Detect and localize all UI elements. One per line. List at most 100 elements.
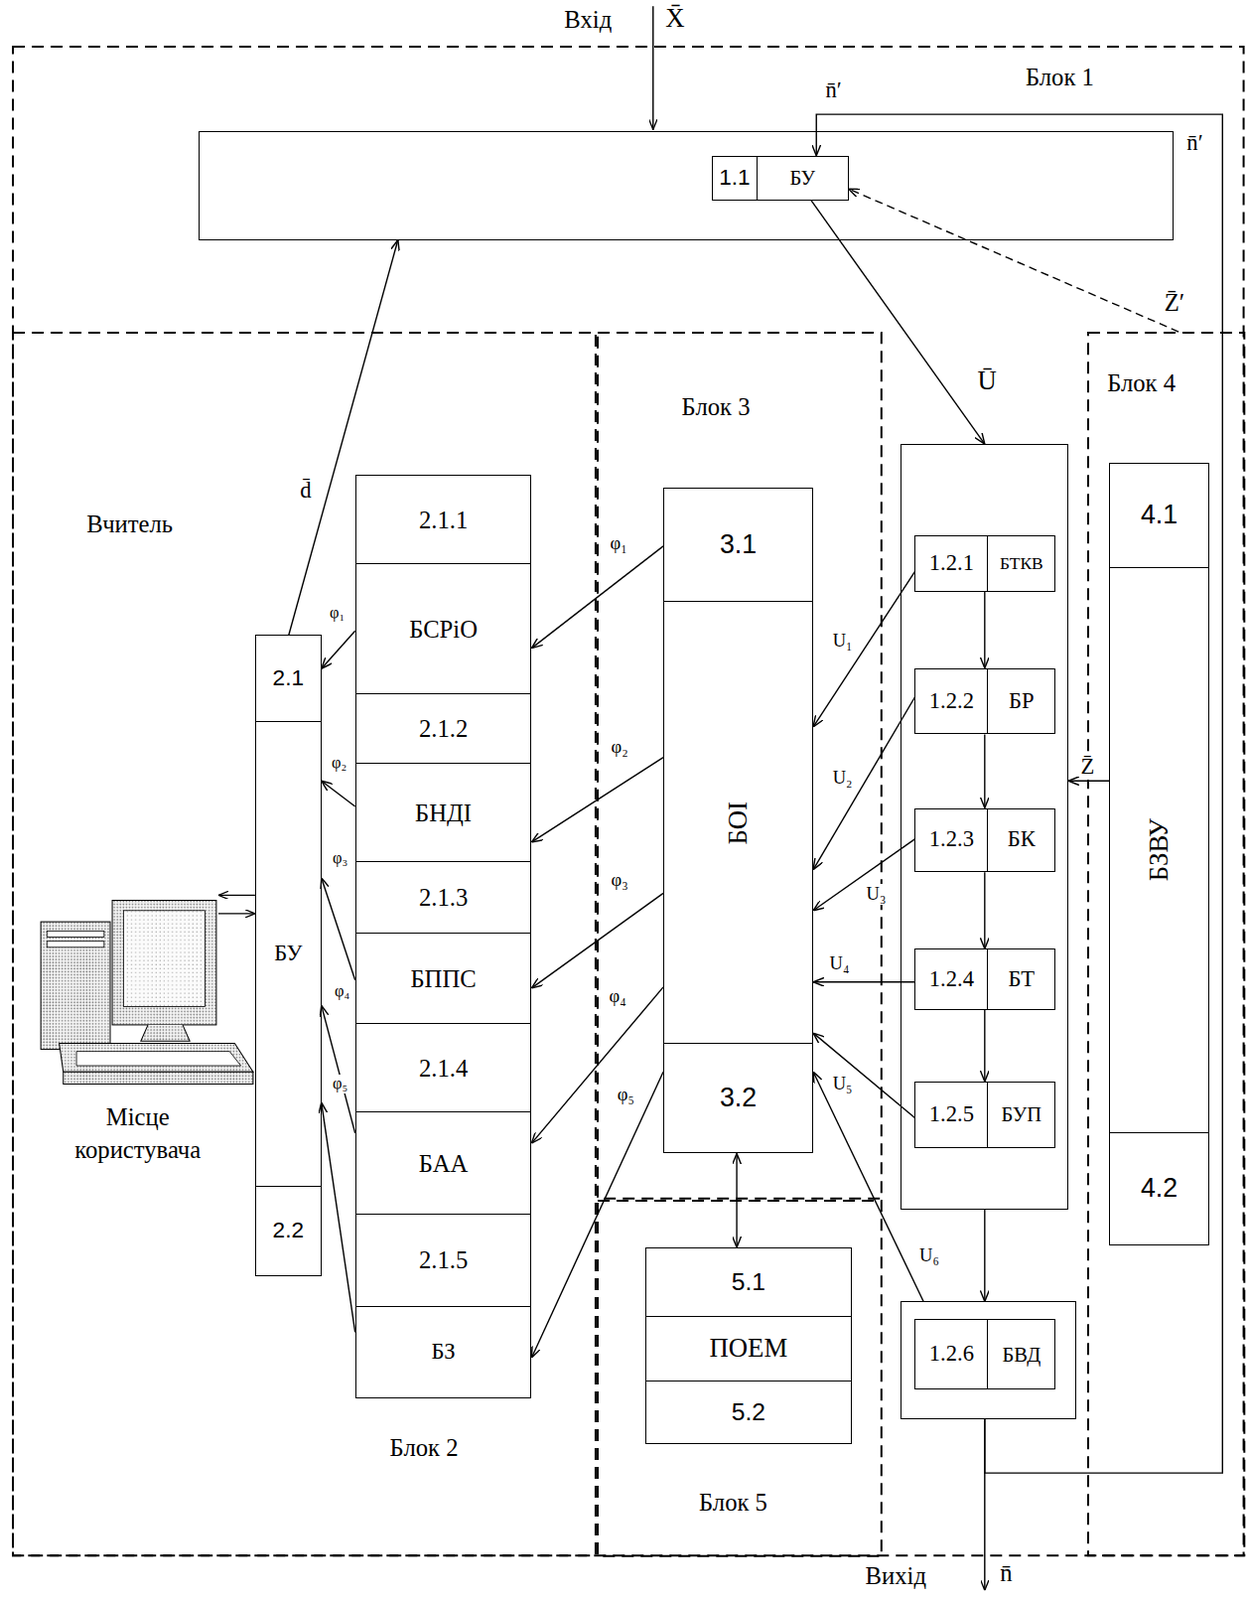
unit-cell: 5.1 (645, 1247, 853, 1317)
block-outline-rect (12, 332, 596, 1555)
node-label: БОІ (723, 801, 753, 844)
signal-label: φ₃ (610, 869, 630, 891)
node-label: БППС (410, 965, 476, 992)
signal-label: U₄ (829, 953, 851, 974)
signal-label: φ₂ (610, 736, 630, 758)
block-title: Блок 4 (1107, 369, 1176, 397)
node-label: 4.1 (1140, 500, 1178, 530)
keyboard-front (63, 1071, 254, 1084)
node-label: 5.2 (731, 1397, 766, 1425)
signal-label: φ₂ (330, 753, 348, 773)
process-box: 1.2.1БТКВ (914, 535, 1056, 592)
unit-cell: 2.1.1 (355, 474, 533, 564)
signal-label: Z̄ (1079, 753, 1096, 780)
process-box: БЗ (355, 1306, 533, 1399)
process-box: ПОЕМ (645, 1316, 853, 1382)
signal-arrow (321, 1102, 356, 1332)
node-label: БТКВ (987, 536, 1055, 591)
signal-arrow (983, 591, 985, 669)
unit-cell: 4.2 (1109, 1132, 1210, 1246)
unit-cell: 5.2 (645, 1381, 853, 1445)
process-box: 1.2.4БТ (914, 948, 1056, 1010)
user-arrow (218, 894, 256, 896)
block-region: Блок 44.1БЗВУ4.2 (1087, 331, 1246, 1556)
role-label: Вчитель (86, 510, 173, 538)
unit-cell: 4.1 (1109, 462, 1210, 569)
unit-panel: 1.1БУ (198, 131, 1174, 241)
control-unit: 1.1БУ (711, 155, 849, 201)
unit-cell: 2.2 (255, 1186, 322, 1275)
node-label: 2.1.4 (418, 1054, 468, 1082)
process-box: 1.2.6БВД (914, 1318, 1056, 1389)
block-title: Блок 5 (698, 1488, 768, 1516)
signal-label: n̄′ (824, 77, 842, 104)
node-label: БК (987, 809, 1055, 872)
node-label: 3.1 (719, 530, 757, 559)
node-label: 2.1.1 (418, 506, 468, 534)
signal-label: φ₅ (616, 1084, 636, 1106)
signal-arrow (321, 780, 356, 807)
unit-cell: 3.2 (663, 1043, 814, 1153)
process-box: БОІ (663, 601, 814, 1044)
unit-cell: 2.1.3 (355, 861, 533, 934)
input-label: Вхід (563, 5, 612, 33)
block-region: Блок 3 3.1БОІ 3.2 (596, 331, 883, 1200)
signal-label: U₃ (865, 883, 888, 905)
role-label: Місце користувача (40, 1100, 235, 1167)
node-label: 2.1.5 (418, 1246, 468, 1273)
node-label: БУ (757, 156, 848, 200)
node-label: 1.2.4 (915, 949, 988, 1009)
node-label: 4.2 (1140, 1173, 1178, 1203)
unit-cell: 2.1.4 (355, 1023, 533, 1112)
monitor-screen (123, 910, 205, 1007)
drive-slot (46, 941, 105, 948)
signal-arrow (983, 871, 985, 949)
computer-keyboard (59, 1042, 254, 1072)
signal-label: φ₁ (609, 533, 629, 555)
signal-arrow (813, 1071, 924, 1301)
signal-label: Ū (976, 365, 998, 397)
process-box: 1.2.3БК (914, 808, 1056, 873)
signal-label: n̄ (999, 1558, 1012, 1586)
signal-arrow (321, 877, 356, 980)
signal-arrow (983, 1209, 985, 1302)
node-label: 2.1 (273, 666, 304, 692)
node-label: ПОЕМ (709, 1333, 789, 1363)
monitor-stand (140, 1024, 190, 1041)
process-box: БАА (355, 1111, 533, 1215)
node-label: БУ (274, 941, 302, 967)
block-region: Блок 11.1БУБлок 22.1БУ2.22.1.1БСРіО2.1.2… (11, 45, 1246, 1556)
node-label: 2.1.2 (418, 714, 468, 742)
node-label: 1.2.6 (915, 1319, 988, 1388)
block-title: Блок 2 (390, 1433, 459, 1461)
output-label: Вихід (865, 1561, 927, 1589)
node-label: 3.2 (719, 1083, 757, 1112)
keyboard-keys (76, 1051, 241, 1066)
illustration-group (40, 5, 985, 1590)
signal-label: d̄ (298, 477, 312, 504)
unit-cell: 2.1.5 (355, 1214, 533, 1307)
computer-monitor (112, 900, 217, 1025)
unit-cell: 2.1 (255, 634, 322, 721)
signal-arrow (531, 546, 664, 649)
signal-label: φ₃ (331, 848, 349, 868)
signal-label: X̄ (665, 3, 685, 33)
signal-arrow (983, 1009, 985, 1082)
signal-label: U₅ (832, 1073, 854, 1095)
process-box: 1.2.2БР (914, 668, 1056, 735)
block-title: Блок 3 (682, 393, 751, 420)
node-label: 1.2.3 (915, 809, 988, 872)
node-label: 2.1.3 (418, 883, 468, 911)
node-label: 1.1 (712, 156, 758, 200)
node-label: 1.2.5 (915, 1082, 988, 1147)
signal-arrow (321, 1004, 356, 1132)
signal-arrow (288, 240, 399, 636)
signal-label: U₁ (832, 630, 854, 652)
signal-arrow (816, 114, 1223, 1473)
node-label: БР (987, 669, 1055, 734)
node-label: БВД (987, 1319, 1055, 1388)
signal-label: Z̄′ (1163, 288, 1186, 317)
